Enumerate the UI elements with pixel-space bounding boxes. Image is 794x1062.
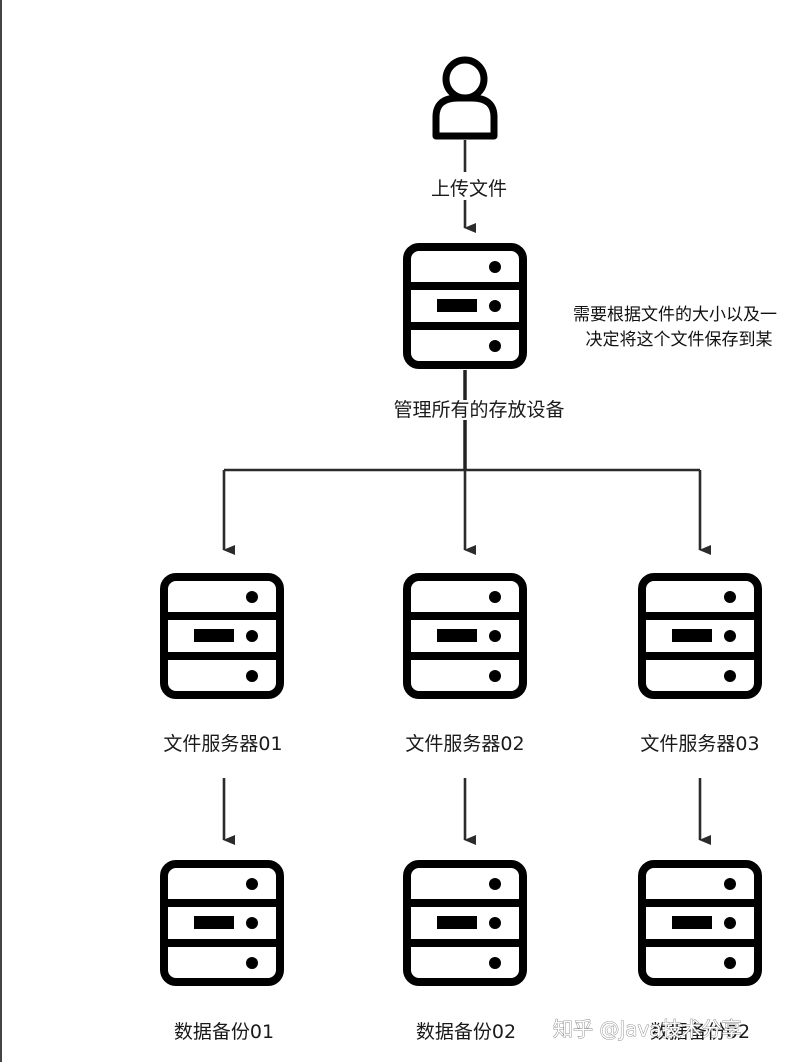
manager-note-line-2: 决定将这个文件保存到某 [586, 330, 773, 350]
backup-02-label: 数据备份02 [416, 1021, 516, 1043]
file-server-02-label: 文件服务器02 [405, 733, 524, 755]
backup-01-icon [164, 864, 280, 982]
backup-02-icon [407, 864, 523, 982]
file-server-03-label: 文件服务器03 [640, 733, 759, 755]
backup-edges [222, 778, 711, 845]
manager-note-line-1: 需要根据文件的大小以及一 [573, 305, 777, 325]
watermark-text: 知乎 @Java技术分享 [553, 1017, 742, 1041]
distribution-edges [222, 370, 711, 555]
backup-03-label: 数据备份02 [650, 1021, 750, 1043]
upload-edge-label: 上传文件 [431, 178, 507, 200]
file-server-01-label: 文件服务器01 [163, 733, 282, 755]
manager-server-icon [407, 247, 523, 365]
file-server-01-icon [164, 577, 280, 695]
user-icon [432, 56, 498, 140]
file-server-02-icon [407, 577, 523, 695]
backup-03-icon [642, 864, 758, 982]
file-server-03-icon [642, 577, 758, 695]
backup-01-label: 数据备份01 [174, 1021, 274, 1043]
manager-label: 管理所有的存放设备 [393, 399, 564, 421]
